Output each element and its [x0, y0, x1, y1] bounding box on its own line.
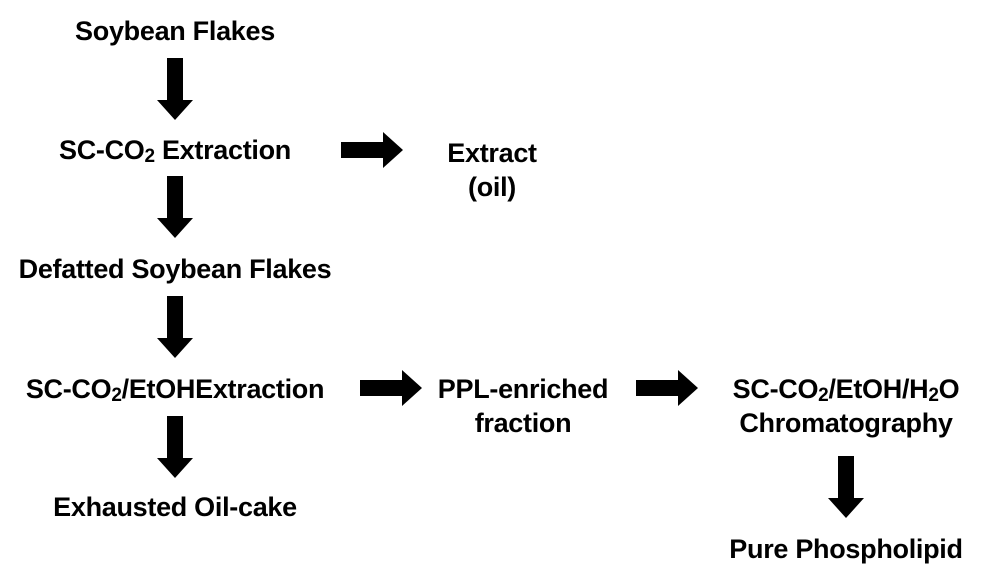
node-etoh-extraction-suffix: /EtOHExtraction	[121, 374, 325, 404]
node-sc-co2-extraction: SC-CO2 Extraction	[59, 133, 291, 167]
node-exhausted-oil-cake-text: Exhausted Oil-cake	[53, 492, 297, 522]
down-arrow-icon	[828, 456, 864, 518]
node-extract-oil: Extract (oil)	[447, 136, 537, 204]
node-chromatography-prefix: SC-CO	[732, 374, 819, 404]
node-chromatography-sub1: 2	[818, 385, 829, 406]
node-extract-line2: (oil)	[468, 172, 516, 202]
node-chromatography-mid: /EtOH/H	[828, 374, 929, 404]
node-chromatography-suffix: O	[938, 374, 960, 404]
node-etoh-extraction: SC-CO2/EtOHExtraction	[25, 372, 325, 406]
down-arrow-icon	[157, 58, 193, 120]
node-chromatography-sub2: 2	[928, 385, 939, 406]
node-defatted-soybean-flakes-text: Defatted Soybean Flakes	[18, 254, 332, 284]
node-sc-co2-extraction-sub: 2	[144, 146, 155, 167]
node-sc-co2-extraction-suffix: Extraction	[154, 135, 292, 165]
node-pure-phospholipid-text: Pure Phospholipid	[729, 534, 963, 564]
node-defatted-soybean-flakes: Defatted Soybean Flakes	[19, 252, 332, 286]
down-arrow-icon	[157, 176, 193, 238]
node-ppl-line1: PPL-enriched	[437, 374, 609, 404]
right-arrow-icon	[341, 132, 403, 168]
node-soybean-flakes: Soybean Flakes	[75, 14, 275, 48]
node-etoh-extraction-sub: 2	[111, 385, 122, 406]
node-soybean-flakes-text: Soybean Flakes	[75, 16, 275, 46]
down-arrow-icon	[157, 296, 193, 358]
node-ppl-enriched-fraction: PPL-enriched fraction	[437, 372, 609, 440]
right-arrow-icon	[636, 370, 698, 406]
node-chromatography-line2: Chromatography	[739, 408, 953, 438]
down-arrow-icon	[157, 416, 193, 478]
node-sc-co2-extraction-prefix: SC-CO	[58, 135, 145, 165]
node-extract-line1: Extract	[447, 138, 537, 168]
node-exhausted-oil-cake: Exhausted Oil-cake	[53, 490, 297, 524]
node-chromatography-line1: SC-CO2/EtOH/H2O	[733, 372, 960, 406]
node-chromatography: SC-CO2/EtOH/H2O Chromatography	[733, 372, 960, 440]
node-pure-phospholipid: Pure Phospholipid	[729, 532, 963, 566]
node-ppl-line2: fraction	[474, 408, 572, 438]
node-etoh-extraction-prefix: SC-CO	[25, 374, 112, 404]
right-arrow-icon	[360, 370, 422, 406]
